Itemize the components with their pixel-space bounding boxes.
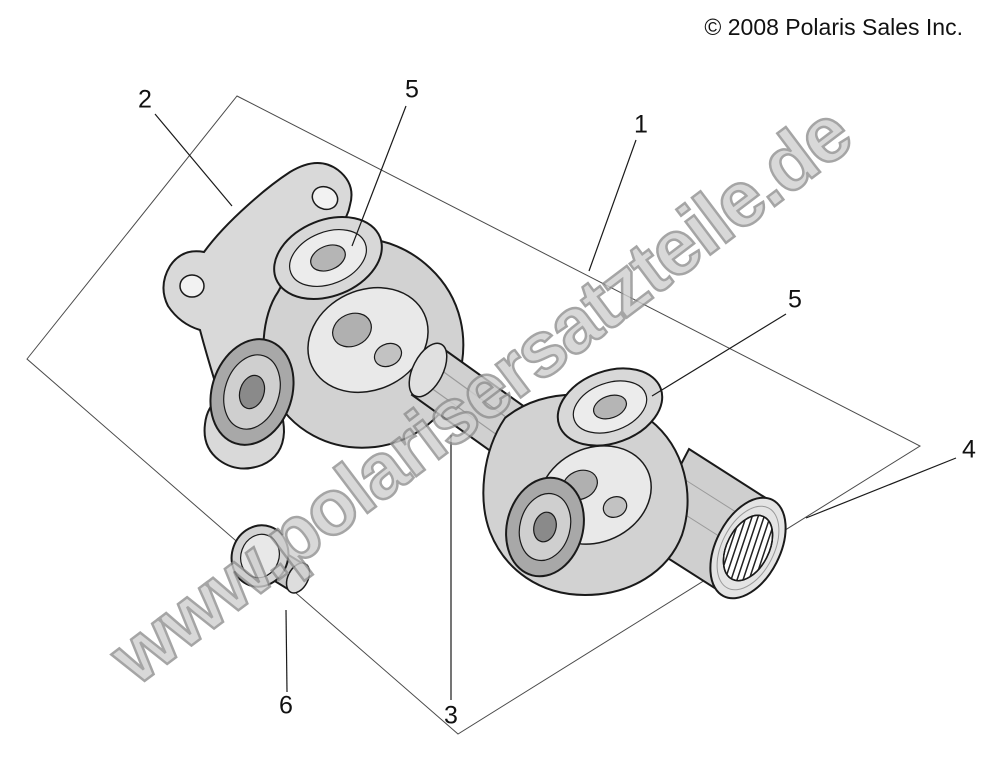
boundary-outline (26, 95, 922, 735)
leader-line-5a (351, 105, 407, 247)
callout-5-front: 5 (405, 75, 419, 104)
front-universal-joint (209, 215, 465, 449)
callout-3: 3 (444, 701, 458, 730)
leader-lines (154, 105, 957, 700)
callout-1: 1 (634, 110, 648, 139)
front-yoke-opening (307, 286, 429, 394)
callout-6: 6 (279, 691, 293, 720)
bolt-tip (285, 562, 311, 594)
shaft-end-cap (408, 342, 448, 398)
leader-line-4 (805, 457, 957, 519)
spider-cross (332, 312, 372, 348)
copyright-text: © 2008 Polaris Sales Inc. (704, 14, 963, 40)
bolt-hole (311, 185, 339, 211)
rear-universal-joint (482, 367, 689, 597)
callout-2: 2 (138, 85, 152, 114)
rear-lower-bearing-cup (505, 476, 585, 578)
leader-line-1 (588, 139, 637, 272)
callout-4: 4 (962, 435, 976, 464)
splined-bore-outline (722, 514, 774, 582)
callout-5-rear: 5 (788, 285, 802, 314)
leader-line-5b (651, 313, 787, 397)
flange-bolt (230, 524, 311, 594)
spider-cross-arm (373, 342, 403, 368)
spider-cross-arm (602, 496, 628, 518)
bolt-hole (179, 274, 205, 298)
rear-bearing-cup (556, 367, 664, 447)
bolt-head-top (240, 533, 280, 579)
end-face-ring (716, 505, 780, 591)
leader-line-2 (154, 113, 233, 207)
front-lower-bearing-cup (209, 338, 295, 446)
leader-line-6 (285, 609, 288, 693)
